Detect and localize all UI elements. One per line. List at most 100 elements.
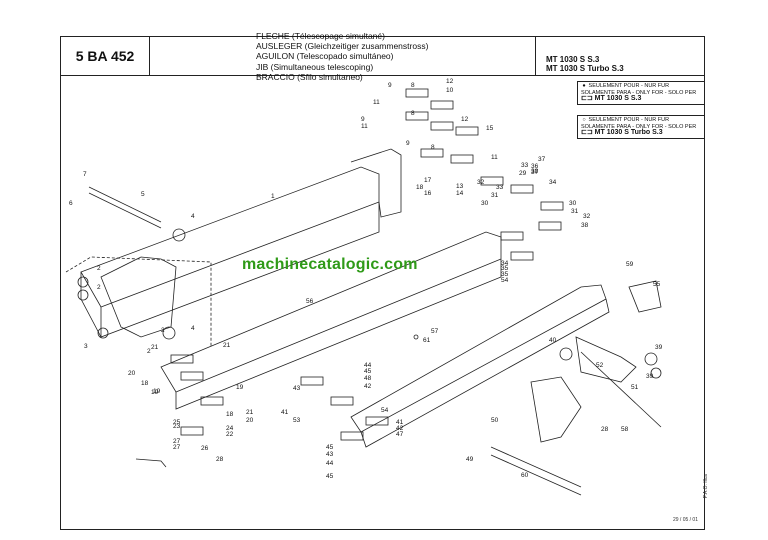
title-en: JIB (Simultaneous telescoping) bbox=[256, 61, 374, 72]
callout: 45 bbox=[326, 473, 334, 480]
callout: 39 bbox=[655, 344, 663, 351]
pad-13 bbox=[420, 148, 444, 158]
callout: 18 bbox=[226, 411, 234, 418]
title-es: AGUILON (Telescopado simultáneo) bbox=[256, 51, 394, 62]
callout: 2 bbox=[97, 284, 101, 291]
callout: 12 bbox=[446, 78, 454, 85]
callout: 18 bbox=[141, 380, 149, 387]
callout: 18 bbox=[416, 184, 424, 191]
callout: 11 bbox=[491, 154, 498, 161]
callout: 2 bbox=[161, 327, 165, 334]
legend-2-model: ⊏⊐ MT 1030 S Turbo S.3 bbox=[581, 129, 663, 136]
model-2: MT 1030 S Turbo S.3 bbox=[546, 64, 624, 73]
bushing-40 bbox=[559, 347, 573, 361]
pad-8b bbox=[405, 111, 429, 121]
bolt-29 bbox=[135, 458, 167, 468]
callout: 31 bbox=[571, 208, 579, 215]
point-62 bbox=[413, 334, 419, 340]
hollow-dot-icon: ○ bbox=[582, 117, 586, 123]
callout: 3 bbox=[84, 343, 88, 350]
attachment-frame bbox=[530, 376, 582, 443]
callout: 39 bbox=[646, 373, 654, 380]
callout: 56 bbox=[306, 298, 314, 305]
callout: 38 bbox=[581, 222, 589, 229]
footer-side: P.A.O. Illus bbox=[702, 473, 709, 499]
boom-head-plate bbox=[350, 148, 402, 218]
callout: 13 bbox=[456, 183, 464, 190]
callout: 24 bbox=[226, 425, 234, 432]
pivot-bracket bbox=[100, 256, 177, 338]
callout: 27 bbox=[173, 438, 181, 445]
callout: 50 bbox=[491, 417, 499, 424]
pin-5 bbox=[88, 186, 162, 223]
callout: 19 bbox=[236, 384, 244, 391]
callout: 37 bbox=[531, 169, 539, 176]
callout: 5 bbox=[141, 191, 145, 198]
callout: 8 bbox=[411, 82, 415, 89]
callout: 8 bbox=[411, 110, 415, 117]
callout: 19 bbox=[153, 388, 161, 395]
model-1: MT 1030 S S.3 bbox=[546, 55, 600, 64]
callout: 29 bbox=[519, 170, 527, 177]
sheet-titles: FLECHE (Télescopage simultané) AUSLEGER … bbox=[256, 31, 428, 82]
callout: 34 bbox=[549, 179, 557, 186]
callout: 38 bbox=[531, 168, 539, 175]
callout: 10 bbox=[446, 87, 454, 94]
callout: 45 bbox=[326, 444, 334, 451]
plate-56 bbox=[628, 280, 662, 313]
bushing-2b bbox=[77, 289, 89, 301]
bushing-2a bbox=[77, 276, 89, 288]
pad-34 bbox=[510, 184, 534, 194]
pad-22 bbox=[180, 426, 204, 436]
pad-31 bbox=[538, 221, 562, 231]
callout: 27 bbox=[173, 444, 181, 451]
pad-44 bbox=[300, 376, 324, 386]
callout: 41 bbox=[396, 419, 404, 426]
callout: 32 bbox=[583, 213, 591, 220]
callout-labels: 1 2 2 2 2 3 4 4 5 6 7 8 8 8 9 9 9 10 11 … bbox=[69, 78, 663, 480]
callout: 54 bbox=[381, 407, 389, 414]
nut-3 bbox=[97, 327, 109, 339]
legend-1-model: ⊏⊐ MT 1030 S S.3 bbox=[581, 95, 642, 102]
callout: 21 bbox=[246, 409, 254, 416]
title-it: BRACCIO (Sfilo simultaneo) bbox=[256, 71, 363, 82]
legend-2-line-1: SEULEMENT POUR - NUR FUR bbox=[588, 117, 670, 123]
callout: 30 bbox=[481, 200, 489, 207]
callout: 57 bbox=[431, 328, 439, 335]
page-code: 5 BA 452 bbox=[61, 37, 150, 75]
callout: 22 bbox=[226, 431, 234, 438]
callout: 34 bbox=[501, 260, 509, 267]
pad-12a bbox=[430, 100, 454, 110]
callout: 26 bbox=[201, 445, 209, 452]
footer-date: 29 / 05 / 01 bbox=[672, 517, 698, 523]
pad-30a bbox=[480, 176, 504, 186]
callout: 17 bbox=[424, 177, 432, 184]
inner-boom bbox=[350, 284, 607, 433]
pad-30b bbox=[540, 201, 564, 211]
callout: 42 bbox=[396, 425, 404, 432]
callout: 16 bbox=[424, 190, 432, 197]
callout: 2 bbox=[97, 265, 101, 272]
filled-dot-icon: ● bbox=[582, 83, 586, 89]
callout: 49 bbox=[466, 456, 474, 463]
callout: 1 bbox=[271, 193, 275, 200]
pad-18 bbox=[180, 371, 204, 381]
callout: 4 bbox=[191, 325, 195, 332]
pin-61 bbox=[490, 446, 582, 488]
title-fr: FLECHE (Télescopage simultané) bbox=[256, 31, 385, 41]
callout: 44 bbox=[364, 362, 372, 369]
legend-box-1: ● SEULEMENT POUR - NUR FUR SOLAMENTE PAR… bbox=[577, 81, 705, 105]
callout: 21 bbox=[151, 344, 159, 351]
callout: 6 bbox=[69, 200, 73, 207]
callout: 36 bbox=[531, 163, 539, 170]
pad-41 bbox=[365, 416, 389, 426]
pad-12b bbox=[430, 121, 454, 131]
callout: 12 bbox=[461, 116, 469, 123]
title-de: AUSLEGER (Gleichzeitiger zusammenstross) bbox=[256, 41, 429, 52]
pad-8a bbox=[405, 88, 429, 98]
callout: 52 bbox=[596, 362, 604, 369]
sheet-header: 5 BA 452 FLECHE (Télescopage simultané) … bbox=[61, 31, 704, 82]
catalog-sheet: 5 BA 452 FLECHE (Télescopage simultané) … bbox=[60, 31, 709, 530]
callout: 31 bbox=[491, 192, 499, 199]
callout: 28 bbox=[216, 456, 224, 463]
